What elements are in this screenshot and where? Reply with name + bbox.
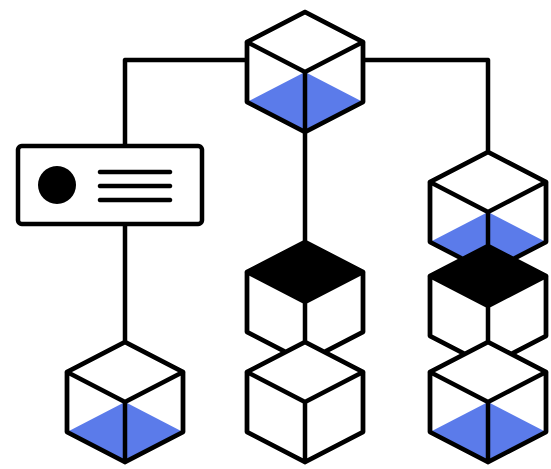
profile-card [15,143,205,227]
block-outline-top [244,339,366,465]
blocks [64,9,549,465]
block-left-1 [64,339,186,465]
block-right-2 [427,243,549,369]
connectors [122,57,491,345]
connector-root-right [353,57,491,155]
block-edges [244,39,366,135]
block-outline-top [244,9,366,135]
block-edges [427,369,549,465]
block-center-2 [244,339,366,465]
block-right-3 [427,339,549,465]
avatar-dot-icon [38,166,76,204]
block-outline-top [427,339,549,465]
block-root [244,9,366,135]
block-edges [244,369,366,465]
block-edges [64,369,186,465]
block-center-1 [244,239,366,365]
block-outline-top [64,339,186,465]
connector-root-left [122,57,257,149]
